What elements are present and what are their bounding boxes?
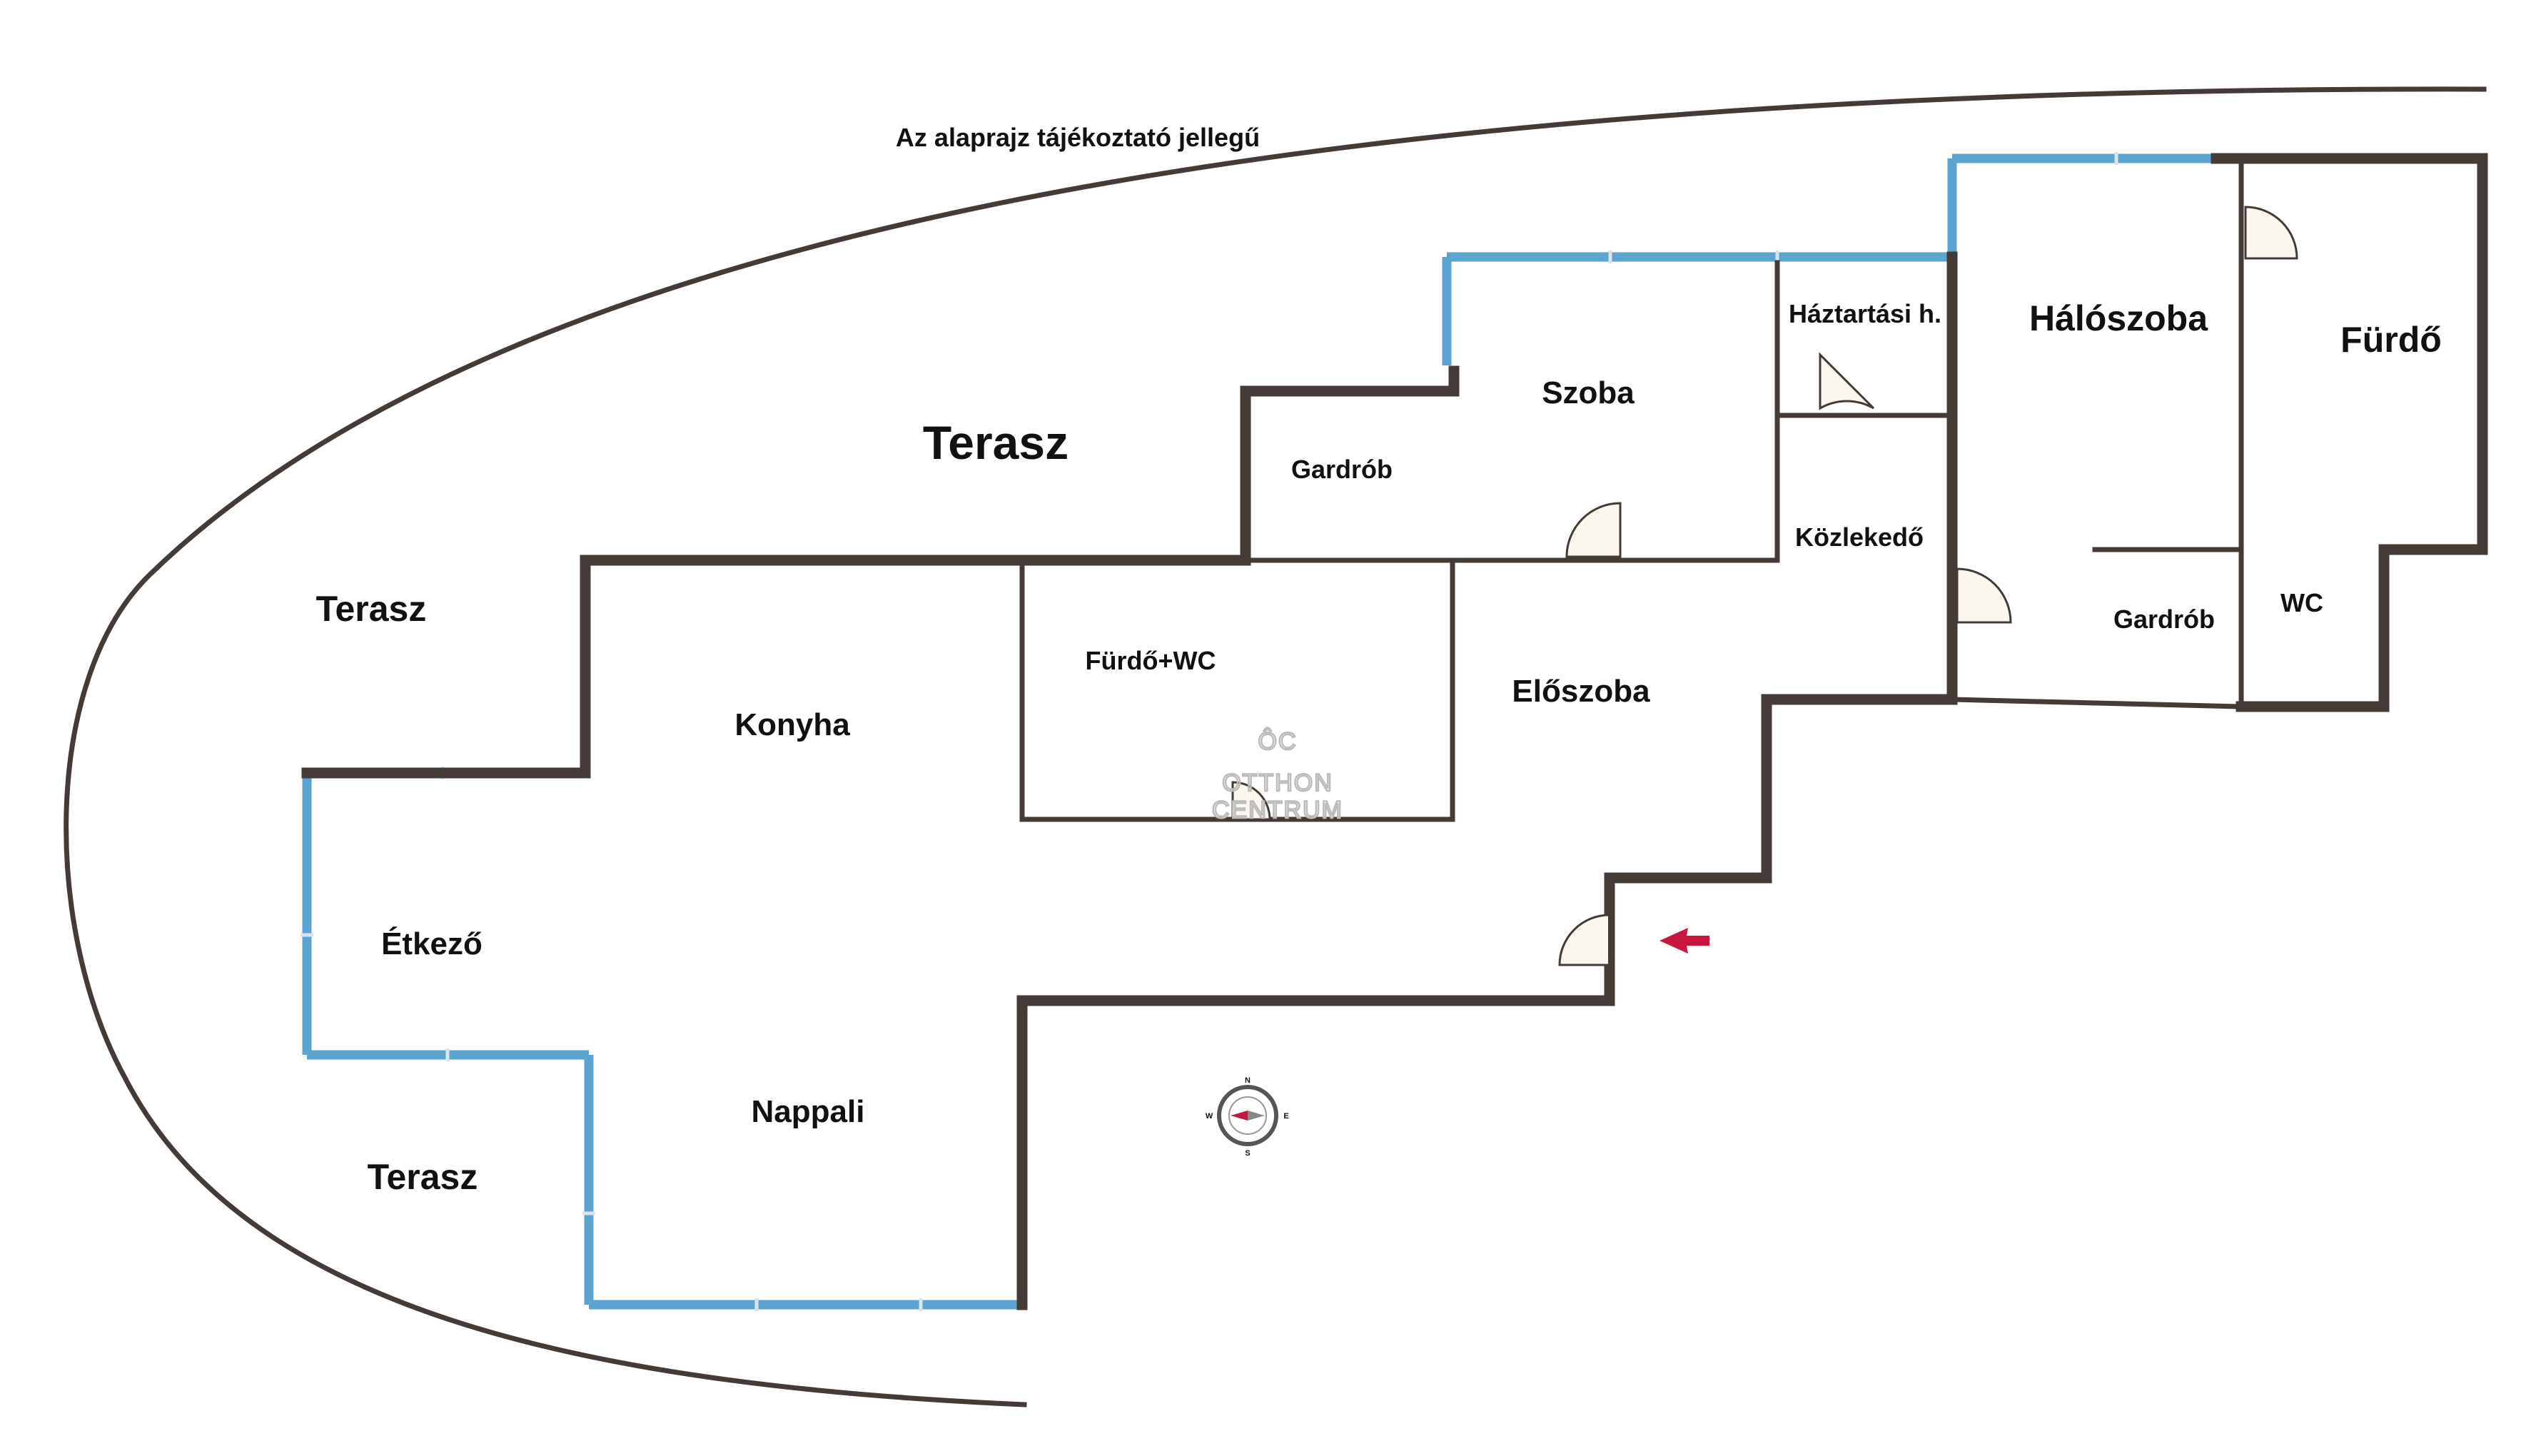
exterior-walls	[301, 153, 2488, 1310]
room-label-kozlekedo: Közlekedő	[1795, 522, 1924, 552]
room-label-terasz-bottom: Terasz	[368, 1157, 478, 1197]
room-label-terasz-top: Terasz	[923, 416, 1069, 469]
svg-text:ÔC: ÔC	[1258, 728, 1298, 755]
svg-text:E: E	[1283, 1112, 1288, 1121]
room-label-szoba: Szoba	[1542, 375, 1635, 410]
doors	[1231, 206, 2298, 966]
terrace-outline	[64, 86, 2487, 1407]
room-label-wc: WC	[2280, 588, 2323, 617]
interior-walls	[1019, 161, 2244, 822]
room-label-etkezo: Étkező	[381, 926, 483, 961]
svg-text:S: S	[1245, 1149, 1250, 1158]
room-label-haloszoba: Hálószoba	[2029, 298, 2208, 338]
entrance-arrow	[1660, 928, 1709, 954]
room-label-furdo-wc: Fürdő+WC	[1086, 646, 1216, 675]
disclaimer-note: Az alaprajz tájékoztató jellegű	[896, 123, 1260, 152]
room-label-haztartasi: Háztartási h.	[1789, 299, 1941, 328]
compass-icon: N S E W	[1206, 1076, 1289, 1158]
room-label-nappali: Nappali	[752, 1094, 865, 1129]
svg-text:OTTHON: OTTHON	[1222, 769, 1333, 797]
otthon-centrum-watermark: ÔC OTTHON CENTRUM	[1211, 727, 1343, 825]
room-label-gardrob-right: Gardrób	[2113, 605, 2215, 634]
svg-text:N: N	[1245, 1076, 1251, 1085]
room-label-furdo: Fürdő	[2340, 320, 2442, 360]
room-label-konyha: Konyha	[734, 707, 850, 742]
svg-text:W: W	[1206, 1112, 1213, 1121]
room-label-gardrob-top: Gardrób	[1291, 455, 1393, 484]
room-label-eloszoba: Előszoba	[1512, 674, 1650, 709]
room-label-terasz-left: Terasz	[316, 589, 427, 629]
svg-text:CENTRUM: CENTRUM	[1212, 797, 1343, 824]
